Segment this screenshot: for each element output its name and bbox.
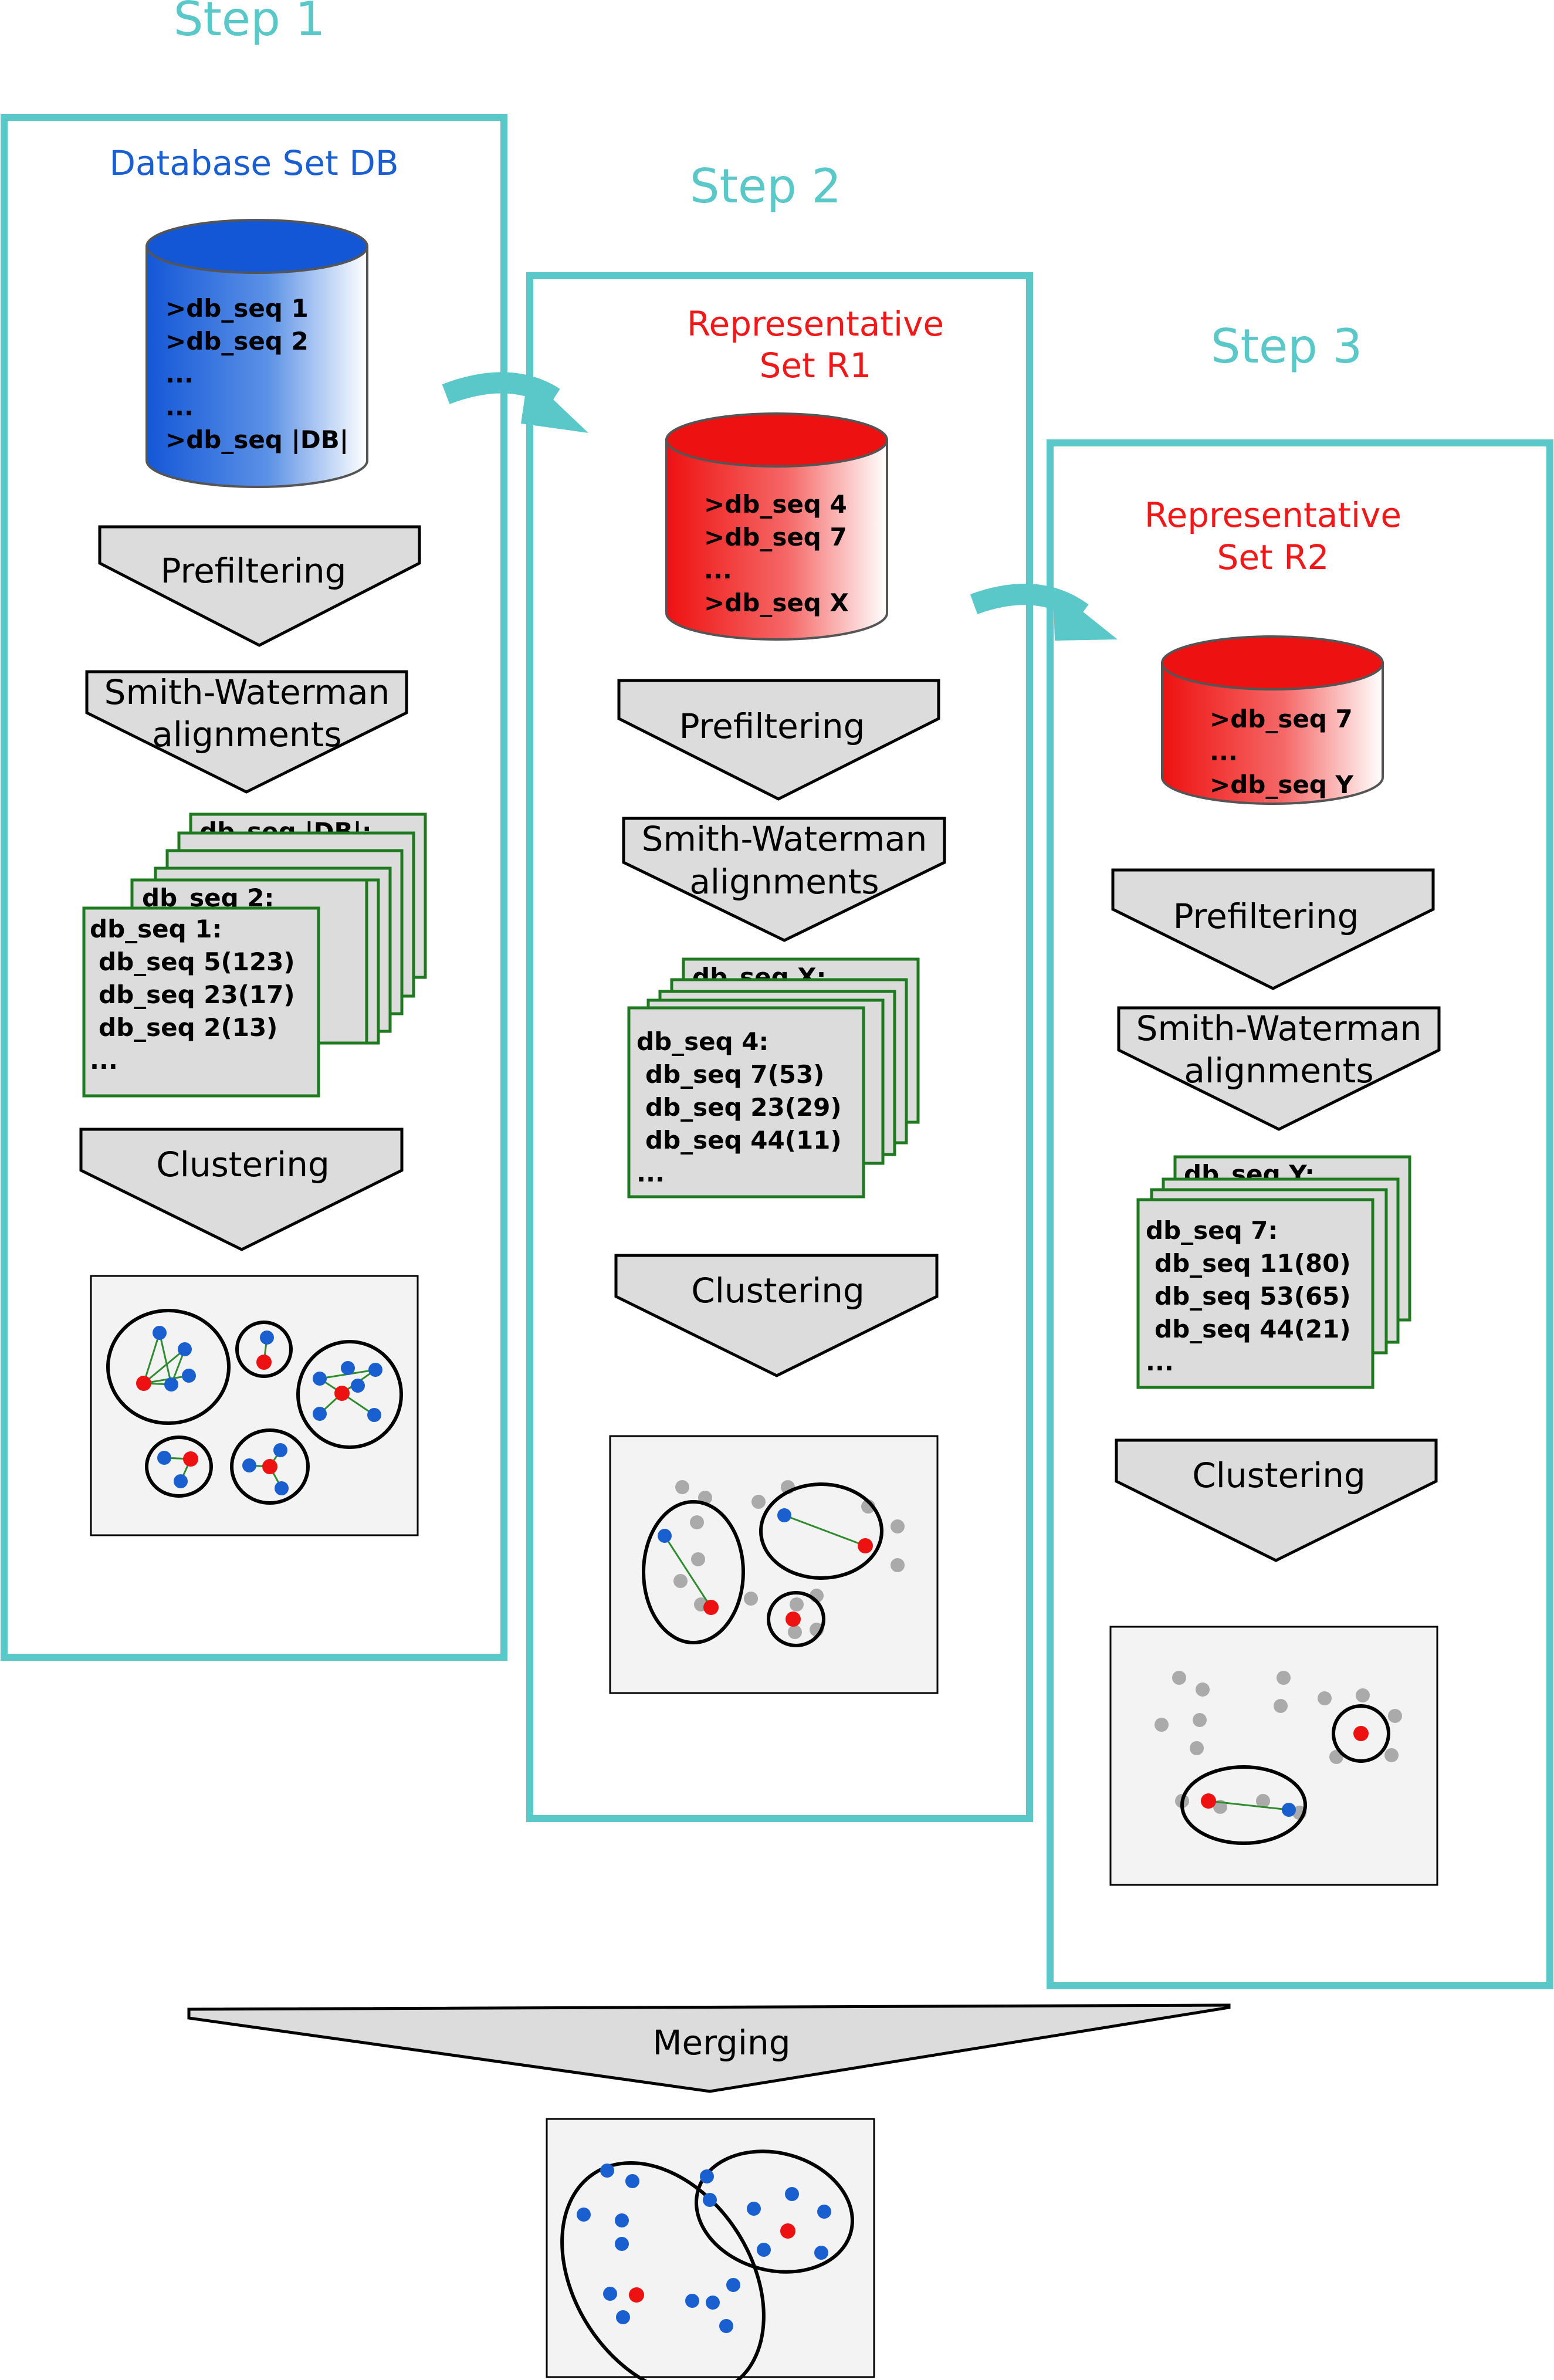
clustering-label: Clustering xyxy=(1192,1455,1366,1495)
sw-label: alignments xyxy=(1184,1051,1373,1091)
card-line: ... xyxy=(90,1046,118,1075)
sw-label: alignments xyxy=(152,715,341,754)
database-cylinder: >db_seq 4 >db_seq 7 ... >db_seq X xyxy=(665,412,888,641)
smith-waterman-stage: Smith-Waterman alignments xyxy=(622,817,946,942)
alignment-card-front xyxy=(627,1006,865,1199)
step-2: Step 2 Representative Set R1 >db_seq 4 >… xyxy=(526,159,1033,1822)
alignment-cards: db_seq |DB|: db_seq 2: db_seq 1: db_seq … xyxy=(82,812,427,1098)
card-line: db_seq 44(11) xyxy=(645,1126,842,1155)
card-line: db_seq 53(65) xyxy=(1155,1282,1351,1311)
clustering-label: Clustering xyxy=(691,1271,865,1311)
sw-label: alignments xyxy=(689,862,879,902)
cluster-panel xyxy=(609,1435,939,1694)
db-line: >db_seq X xyxy=(704,588,849,617)
merged-cluster-panel xyxy=(546,2118,875,2380)
smith-waterman-stage: Smith-Waterman alignments xyxy=(85,670,408,794)
prefiltering-label: Prefiltering xyxy=(1173,896,1359,936)
arrow-step2-to-step3 xyxy=(970,584,1118,641)
step-3-db-label: Representative xyxy=(1145,495,1401,535)
card-line: db_seq 7(53) xyxy=(645,1060,824,1089)
sw-label: Smith-Waterman xyxy=(1136,1008,1422,1048)
step-1: Step 1 Database Set DB >db_seq 1 >db_seq… xyxy=(1,0,507,1661)
alignment-cards: db_seq X: db_seq 4: db_seq 7(53) db_seq … xyxy=(627,957,920,1199)
database-cylinder: >db_seq 1 >db_seq 2 ... ... >db_seq |DB| xyxy=(145,219,368,488)
card-line: ... xyxy=(637,1159,665,1187)
card-line: db_seq 23(17) xyxy=(99,980,295,1009)
card-header: db_seq 4: xyxy=(637,1027,768,1056)
card-line: db_seq 2(13) xyxy=(99,1013,277,1042)
db-line: >db_seq 7 xyxy=(704,523,847,551)
clustering-stage: Clustering xyxy=(79,1128,404,1251)
step-1-db-label: Database Set DB xyxy=(109,143,398,183)
step-3-frame xyxy=(1047,439,1553,1989)
sw-label: Smith-Waterman xyxy=(642,819,927,859)
smith-waterman-stage: Smith-Waterman alignments xyxy=(1117,1006,1441,1131)
prefiltering-stage: Prefiltering xyxy=(1111,868,1435,990)
db-line: ... xyxy=(1210,737,1238,766)
step-1-frame xyxy=(1,114,507,1661)
card-header: db_seq 7: xyxy=(1146,1216,1278,1245)
prefiltering-label: Prefiltering xyxy=(161,551,347,591)
clustering-stage: Clustering xyxy=(614,1254,939,1377)
step-3-db-label: Set R2 xyxy=(1217,537,1329,577)
step-2-db-label: Representative xyxy=(687,304,944,344)
merging-label: Merging xyxy=(652,2023,790,2063)
card-header: db_seq 1: xyxy=(90,915,222,943)
db-line: ... xyxy=(704,556,732,584)
db-line: >db_seq |DB| xyxy=(165,425,348,454)
step-2-title: Step 2 xyxy=(690,159,841,214)
clustering-stage: Clustering xyxy=(1115,1438,1438,1562)
clustering-label: Clustering xyxy=(156,1145,330,1184)
step-3: Step 3 Representative Set R2 >db_seq 7 .… xyxy=(1047,319,1553,1989)
prefiltering-label: Prefiltering xyxy=(679,706,865,746)
step-2-db-label: Set R1 xyxy=(760,346,872,385)
cluster-panel xyxy=(1109,1626,1438,1886)
step-1-title: Step 1 xyxy=(174,0,325,46)
alignment-card-front xyxy=(1136,1198,1374,1389)
db-line: >db_seq Y xyxy=(1210,770,1353,799)
db-line: >db_seq 4 xyxy=(704,490,847,519)
step-2-frame xyxy=(526,272,1033,1822)
step-3-title: Step 3 xyxy=(1211,319,1362,374)
prefiltering-stage: Prefiltering xyxy=(617,679,940,801)
db-line: >db_seq 2 xyxy=(165,327,309,356)
sw-label: Smith-Waterman xyxy=(104,672,390,712)
card-line: db_seq 23(29) xyxy=(645,1093,842,1122)
prefiltering-stage: Prefiltering xyxy=(98,525,421,647)
cluster-panel xyxy=(90,1275,419,1536)
merging-stage: Merging xyxy=(187,2003,1231,2093)
card-line: db_seq 11(80) xyxy=(1155,1249,1351,1278)
alignment-cards: db_seq Y: db_seq 7: db_seq 11(80) db_seq… xyxy=(1136,1155,1411,1389)
alignment-card-front xyxy=(82,906,320,1098)
card-line: ... xyxy=(1146,1348,1174,1376)
db-line: >db_seq 7 xyxy=(1210,705,1353,733)
arrow-step1-to-step2 xyxy=(442,372,588,433)
card-line: db_seq 44(21) xyxy=(1155,1315,1351,1343)
db-line: ... xyxy=(165,360,194,388)
database-cylinder: >db_seq 7 ... >db_seq Y xyxy=(1161,635,1384,805)
card-line: db_seq 5(123) xyxy=(99,947,295,976)
db-line: >db_seq 1 xyxy=(165,294,309,323)
db-line: ... xyxy=(165,392,194,421)
